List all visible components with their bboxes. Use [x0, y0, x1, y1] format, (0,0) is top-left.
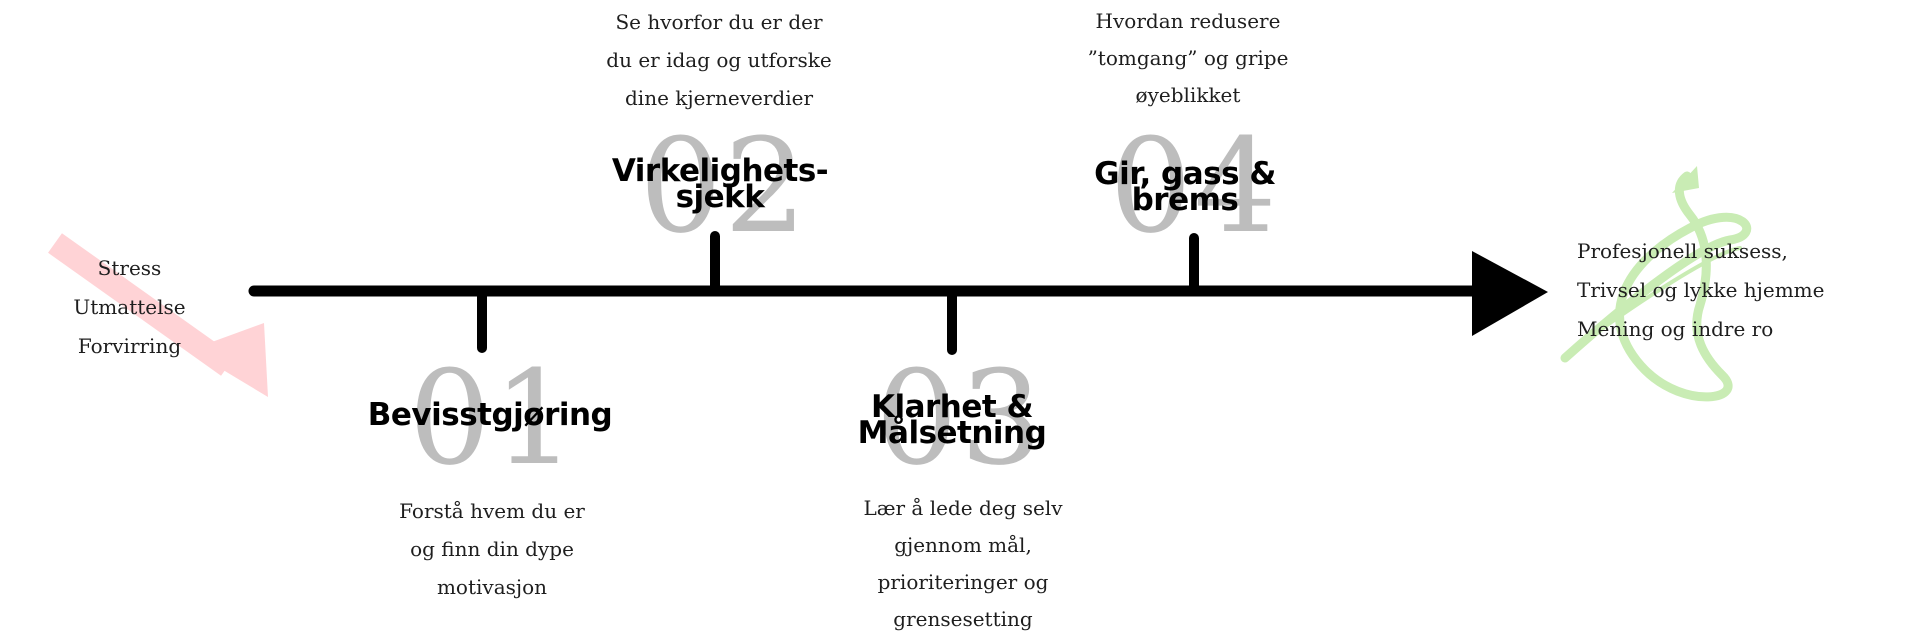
symptom-item: Stress — [97, 256, 162, 280]
triangle-arrowhead-icon — [1472, 251, 1548, 336]
stage-number-03: 03 — [875, 342, 1045, 494]
description-line: du er idag og utforske — [606, 48, 832, 72]
stage-title-line: sjekk — [675, 179, 765, 215]
description-line: prioriteringer og — [877, 570, 1049, 594]
stage-title-04: Gir, gass & brems — [1055, 156, 1315, 218]
description-line: dine kjerneverdier — [625, 86, 813, 110]
description-line: motivasjon — [436, 575, 548, 599]
description-line: grensesetting — [893, 607, 1033, 631]
stage-title-line: Virkelighets- — [611, 153, 829, 189]
outcome-item: Mening og indre ro — [1577, 317, 1774, 341]
stage-title-line: Bevisstgjøring — [367, 397, 613, 433]
symptoms-list: Stress Utmattelse Forvirring — [52, 249, 207, 366]
spiral-arrow-head — [1672, 166, 1699, 193]
description-line: øyeblikket — [1135, 83, 1241, 107]
stage-title-line: brems — [1131, 182, 1239, 218]
stage-number-01: 01 — [408, 342, 578, 494]
stage-title-line: Målsetning — [857, 415, 1047, 451]
symptom-item: Forvirring — [77, 334, 182, 358]
stage-title-line: Gir, gass & — [1094, 156, 1276, 192]
description-line: Forstå hvem du er — [399, 499, 585, 523]
outcomes-list: Profesjonell suksess, Trivsel og lykke h… — [1577, 232, 1877, 349]
spiral-up-arrow-icon — [1560, 171, 1752, 402]
stage-number-02: 02 — [639, 110, 809, 262]
stage-title-03: Klarhet & Målsetning — [822, 389, 1082, 451]
description-line: ”tomgang” og gripe — [1087, 46, 1289, 70]
stage-description-04: Hvordan redusere ”tomgang” og gripe øyeb… — [1048, 3, 1328, 114]
stage-title-02: Virkelighets- sjekk — [590, 153, 850, 215]
stage-description-01: Forstå hvem du er og finn din dype motiv… — [352, 492, 632, 606]
down-right-arrow-icon — [48, 233, 268, 397]
outcome-item: Profesjonell suksess, — [1577, 239, 1788, 263]
description-line: Se hvorfor du er der — [615, 10, 823, 34]
stage-number-04: 04 — [1109, 110, 1279, 262]
outcome-item: Trivsel og lykke hjemme — [1577, 278, 1825, 302]
description-line: gjennom mål, — [894, 533, 1032, 557]
stage-title-01: Bevisstgjøring — [360, 397, 620, 433]
stage-title-line: Klarhet & — [870, 389, 1034, 425]
description-line: Lær å lede deg selv — [863, 496, 1063, 520]
stage-description-02: Se hvorfor du er der du er idag og utfor… — [579, 3, 859, 117]
description-line: Hvordan redusere — [1095, 9, 1281, 33]
description-line: og finn din dype — [410, 537, 574, 561]
symptom-item: Utmattelse — [73, 295, 186, 319]
stage-description-03: Lær å lede deg selv gjennom mål, priorit… — [823, 490, 1103, 638]
